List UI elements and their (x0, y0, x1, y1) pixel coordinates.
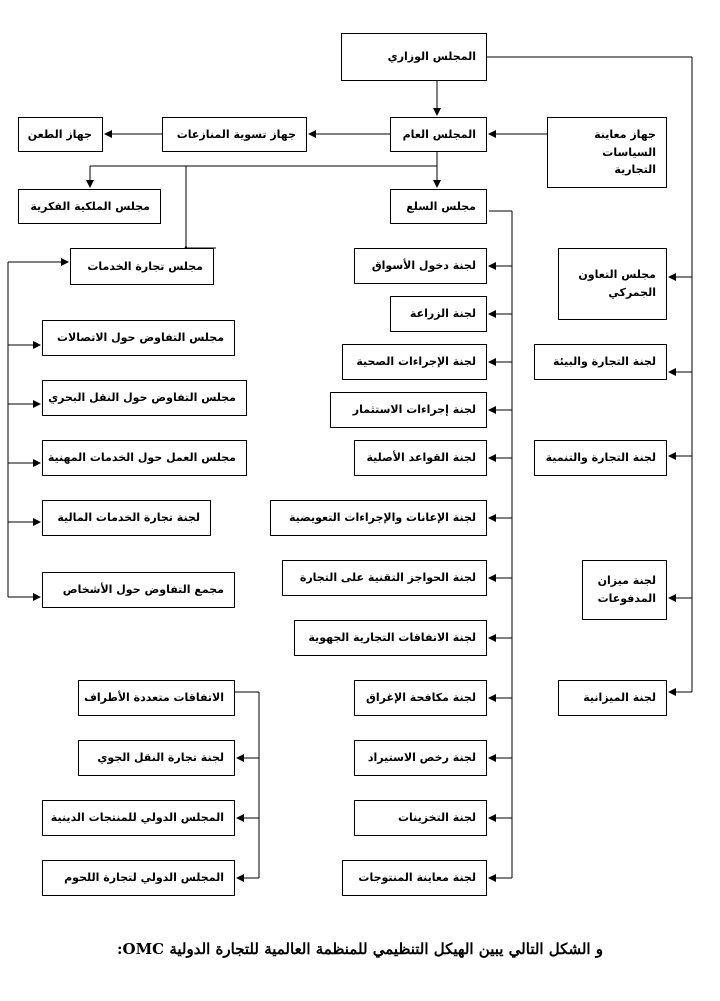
node-goods: مجلس السلع (390, 189, 487, 224)
node-environment: لجنة التجارة والبيئة (534, 344, 667, 380)
node-ministerial: المجلس الوزاري (341, 33, 487, 81)
node-budget: لجنة الميزانية (558, 680, 667, 716)
node-dsb: جهاز تسوية المنازعات (162, 117, 307, 152)
node-maritime: مجلس التفاوض حول النقل البحري (42, 380, 247, 416)
node-professional: مجلس العمل حول الخدمات المهنية (42, 440, 247, 476)
node-appellate: جهاز الطعن (18, 117, 103, 152)
node-rules-origin: لجنة القواعد الأصلية (354, 440, 487, 476)
node-trips: مجلس الملكية الفكرية (18, 189, 161, 224)
node-telecom: مجلس التفاوض حول الاتصالات (42, 320, 235, 356)
node-development: لجنة التجارة والتنمية (534, 440, 667, 476)
node-financial: لجنة تجارة الخدمات المالية (42, 500, 211, 536)
node-dairy: المجلس الدولي للمنتجات الدينية (42, 800, 235, 836)
node-subsidies: لجنة الإعانات والإجراءات التعويضية (270, 500, 487, 536)
node-services: مجلس تجارة الخدمات (70, 248, 214, 285)
node-sps: لجنة الإجراءات الصحية (342, 344, 487, 380)
node-safeguards: لجنة التخزينات (354, 800, 487, 836)
node-tbt: لجنة الحواجز التقنية على التجارة (282, 560, 487, 596)
node-trims: لجنة إجراءات الاستثمار (330, 392, 487, 428)
node-market-access: لجنة دخول الأسواق (354, 248, 487, 284)
node-psi: لجنة معاينة المنتوجات (342, 860, 487, 896)
node-general: المجلس العام (390, 117, 487, 152)
node-tprm: جهاز معاينة السياسات التجارية (547, 117, 667, 188)
node-rta: لجنة الاتفاقات التجارية الجهوية (294, 620, 487, 656)
node-customs: مجلس التعاون الجمركي (558, 248, 667, 320)
node-persons: مجمع التفاوض حول الأشخاص (42, 572, 235, 608)
node-import-licensing: لجنة رخص الاستيراد (354, 740, 487, 776)
node-civil-aircraft: لجنة تجارة النقل الجوي (78, 740, 235, 776)
figure-caption: و الشكل التالي يبين الهيكل التنظيمي للمن… (116, 940, 604, 958)
node-antidumping: لجنة مكافحة الإغراق (354, 680, 487, 716)
node-bop: لجنة ميزان المدفوعات (582, 560, 667, 620)
node-bovine: المجلس الدولي لتجارة اللحوم (42, 860, 235, 896)
node-plurilateral: الاتفاقات متعددة الأطراف (78, 680, 235, 716)
node-agriculture: لجنة الزراعة (390, 296, 487, 332)
